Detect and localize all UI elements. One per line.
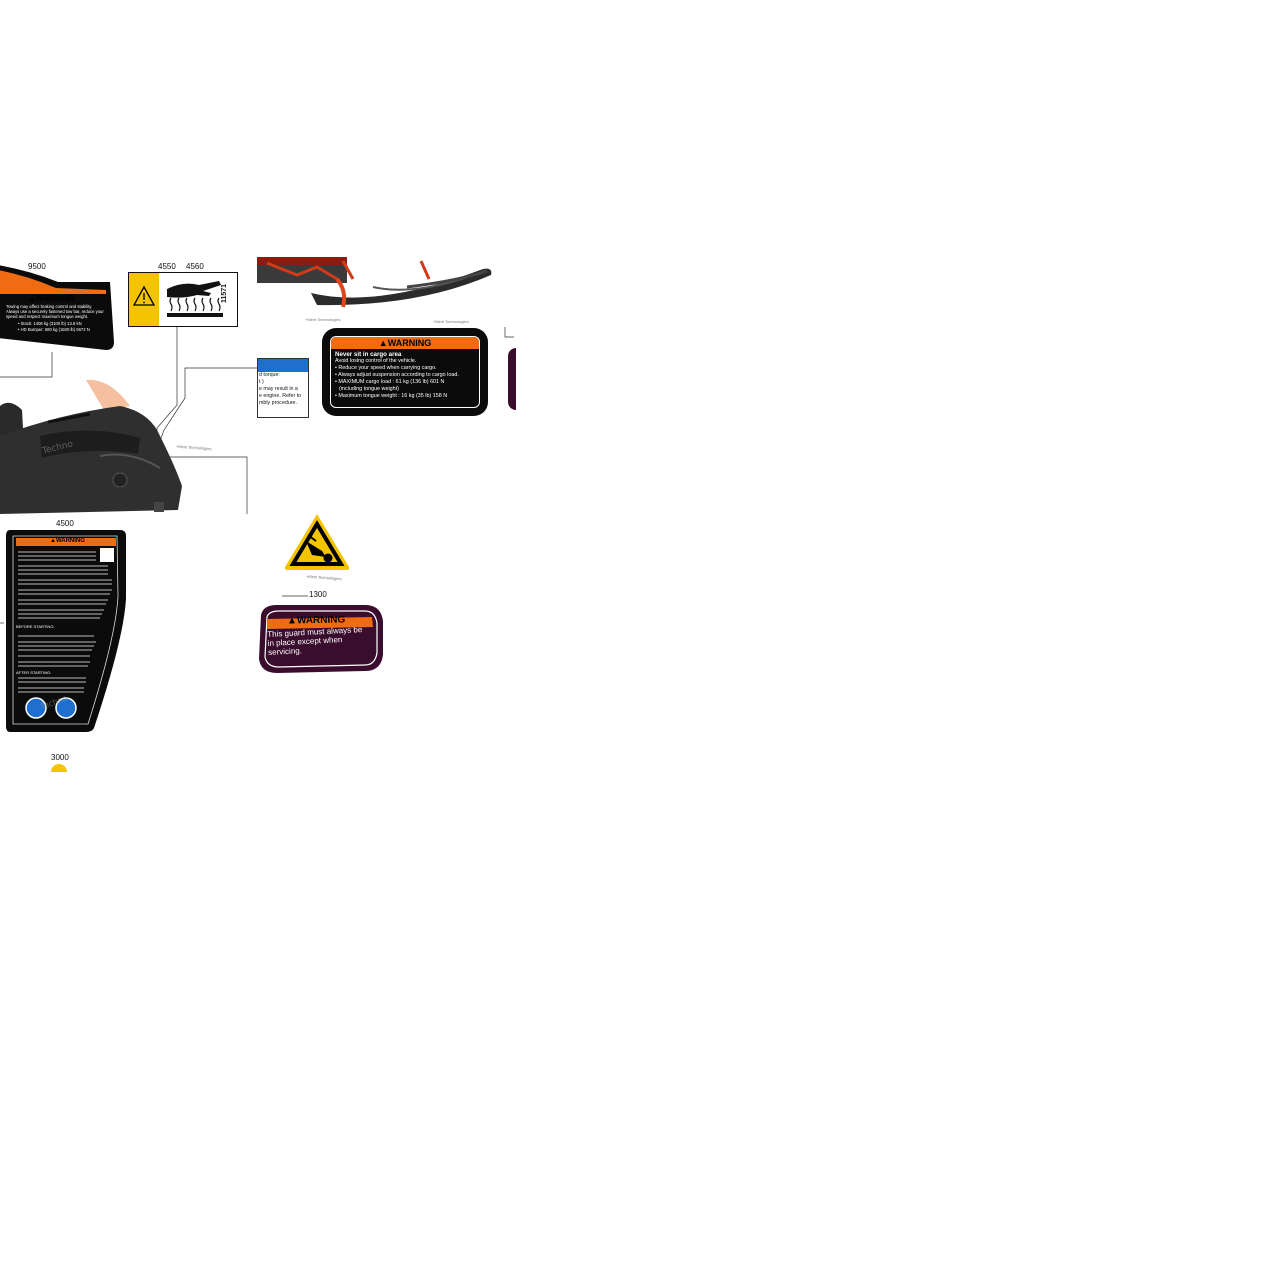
- towing-bullet-stock: • Stock: 1406 kg (3100 lb) 13.8 kN: [18, 321, 82, 326]
- cargo-warning-header: ▲WARNING: [331, 337, 479, 349]
- operator-label-shape: [6, 530, 126, 732]
- cargo-line-3: • Always adjust suspension according to …: [335, 372, 459, 378]
- hand-heat-icon: [167, 281, 223, 317]
- cargo-line-4: • MAXIMUM cargo load : 61 kg (136 lb) 60…: [335, 379, 445, 385]
- hazard-triangle-icon: [284, 514, 350, 570]
- guard-warning-header: ▲WARNING: [286, 614, 346, 627]
- hot-surface-label: 11571: [128, 272, 238, 327]
- part-number-3000: 3000: [51, 753, 69, 762]
- cargo-label-frame: ▲WARNING Never sit in cargo area Avoid l…: [330, 336, 480, 408]
- hot-label-code: 11571: [221, 283, 228, 303]
- towing-label-shape: [0, 265, 114, 350]
- part-number-4550: 4550: [158, 262, 176, 271]
- cargo-warning-label: ▲WARNING Never sit in cargo area Avoid l…: [322, 328, 488, 416]
- part-number-1300: 1300: [309, 590, 327, 599]
- torque-info-label: d torque: t ) e may result in a e engine…: [257, 358, 309, 418]
- operator-after-starting: AFTER STARTING:: [16, 670, 52, 675]
- towing-warning-text: Towing may affect braking control and st…: [6, 304, 104, 319]
- purple-label-fragment: [508, 348, 516, 410]
- torque-line-1: d torque:: [259, 372, 280, 378]
- photo-watermark-left: +Merit Technologies: [305, 317, 341, 322]
- cargo-line-1: Avoid losing control of the vehicle.: [335, 358, 417, 364]
- torque-line-5: mbly procedure.: [259, 400, 297, 406]
- ski-illustration: [257, 257, 492, 308]
- guard-warning-label: ▲WARNING This guard must always be in pl…: [257, 603, 384, 674]
- operator-before-starting: BEFORE STARTING:: [16, 624, 55, 629]
- cargo-line-6: • Maximum tongue weight : 16 kg (35 lb) …: [335, 393, 448, 399]
- torque-label-blue-band: [258, 359, 308, 372]
- operator-warning-label: ▲WARNING BEFORE STARTING: AFTER STARTING…: [4, 528, 128, 734]
- guard-warning-text: This guard must always be in place excep…: [267, 625, 363, 657]
- part-3000-fragment: [51, 764, 67, 772]
- cargo-title: Never sit in cargo area: [335, 351, 402, 358]
- hot-label-yellow-band: [129, 273, 159, 326]
- part-number-9500: 9500: [28, 262, 46, 271]
- warning-triangle-icon: [132, 285, 156, 306]
- snowmobile-illustration: [0, 379, 182, 514]
- part-number-4560: 4560: [186, 262, 204, 271]
- photo-watermark-right: +Merit Technologies: [433, 319, 469, 324]
- torque-line-3: e may result in a: [259, 386, 298, 392]
- cargo-line-2: • Reduce your speed when carrying cargo.: [335, 365, 437, 371]
- towing-warning-header: ▲WARNING: [28, 294, 75, 303]
- torque-line-2: t ): [259, 379, 264, 385]
- operator-warning-header: ▲WARNING: [50, 538, 85, 544]
- entanglement-hazard-symbol: [282, 511, 352, 573]
- towing-warning-label: ▲WARNING Towing may affect braking contr…: [0, 260, 116, 352]
- guard-label-shape: [259, 605, 383, 673]
- part-number-4500: 4500: [56, 519, 74, 528]
- torque-line-4: e engine. Refer to: [259, 393, 302, 399]
- ski-photo-panel: +Merit Technologies +Merit Technologies: [257, 257, 507, 327]
- towing-bullet-hd: • HD Bumper: 680 kg (1500 lb) 6672 N: [18, 327, 90, 332]
- cargo-line-5: (including tongue weight): [339, 386, 399, 392]
